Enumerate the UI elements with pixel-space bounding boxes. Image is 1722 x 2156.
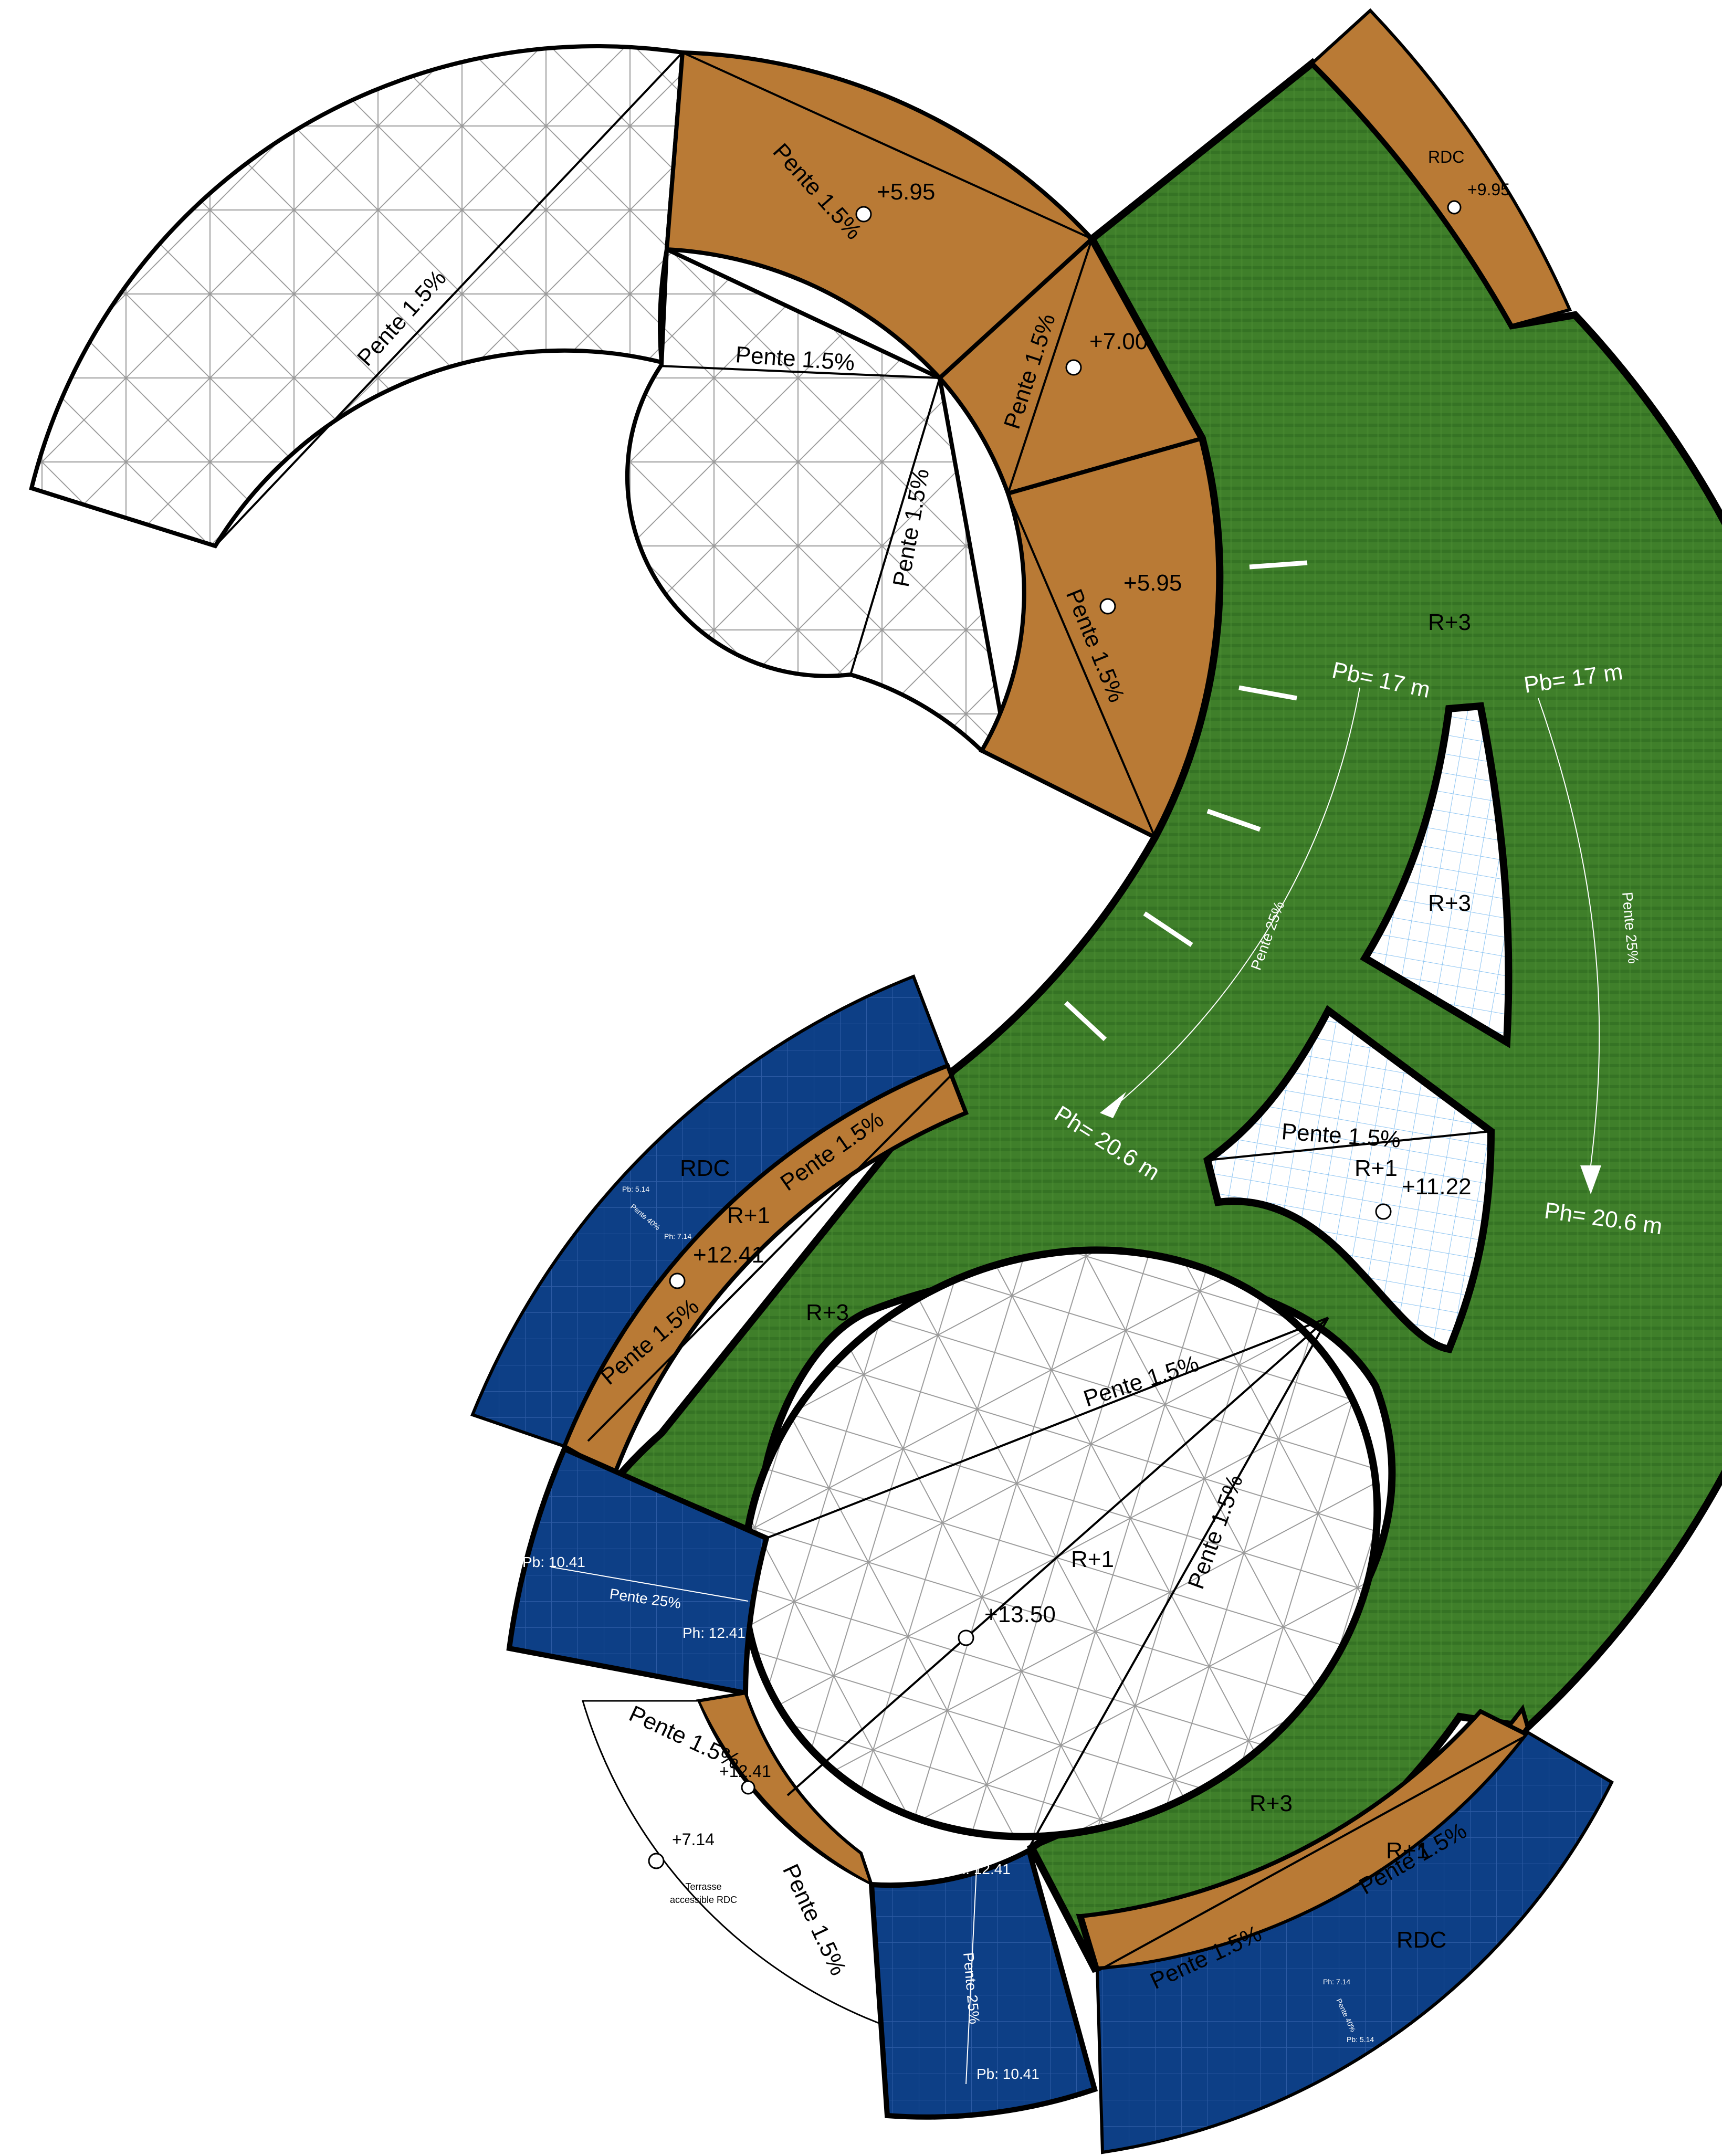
slope-line-3 <box>658 365 940 379</box>
wood-terrace-left <box>561 1063 969 1478</box>
zone-rdc-left: RDC <box>680 1155 730 1181</box>
slope-line-blue-bottom <box>965 1868 977 2085</box>
ramp-arrow-left <box>1100 1092 1126 1118</box>
elev-rdc-top: +9.95 <box>1467 180 1510 199</box>
ramp-mark-3 <box>1206 808 1261 832</box>
elev-wood-small: +12.41 <box>719 1762 771 1781</box>
tiny-pb-bottom: Pb: 5.14 <box>1347 2035 1374 2044</box>
ramp-mark-5 <box>1064 1001 1107 1042</box>
zone-green-r3-top: R+3 <box>1428 609 1471 635</box>
slope-line-blue-left <box>551 1566 749 1602</box>
slope-line-island <box>1207 1130 1492 1161</box>
zone-green-r3-bottom: R+3 <box>1250 1791 1293 1816</box>
tiny-ph-bottom: Ph: 7.14 <box>1323 1978 1350 1986</box>
oval-terrace <box>740 1246 1381 1841</box>
slope-line-oval-1 <box>766 1317 1329 1539</box>
tiny-pb-left: Pb: 5.14 <box>622 1185 649 1193</box>
zone-island-top: R+3 <box>1428 890 1471 916</box>
elev-wood-lower: +5.95 <box>1124 570 1182 596</box>
zone-wood-left: R+1 <box>727 1203 770 1228</box>
elev-wood-top: +5.95 <box>877 179 935 205</box>
ramp-curve-left <box>1112 687 1360 1108</box>
zone-rdc-bottom: RDC <box>1396 1927 1446 1953</box>
elev-island: +11.22 <box>1402 1174 1472 1200</box>
elev-wood-mid: +7.00 <box>1089 329 1148 354</box>
slope-line-oval-2 <box>786 1317 1329 1796</box>
ramp-curve-right <box>1538 698 1600 1166</box>
zone-island-mid: R+1 <box>1354 1155 1398 1181</box>
ramp-arrow-right <box>1580 1165 1601 1194</box>
slope-line-wood-left <box>587 1075 951 1442</box>
ramp-ph-blue-left: Ph: 12.41 <box>682 1625 746 1641</box>
slope-line-5 <box>1007 238 1093 494</box>
zone-oval-center: R+1 <box>1071 1547 1114 1572</box>
ramp-ph-blue-bottom: Ph: 12.41 <box>948 1861 1011 1877</box>
zone-rdc-top: RDC <box>1428 148 1464 166</box>
elevation-marker-group <box>648 200 1462 1869</box>
slope-line-6 <box>1007 493 1156 838</box>
blue-roof-bottom <box>868 1846 1098 2120</box>
elev-terrace: +7.14 <box>672 1830 715 1849</box>
rdc-strip-top <box>1310 8 1572 328</box>
ramp-pb-blue-bottom: Pb: 10.41 <box>976 2066 1040 2082</box>
ramp-mark-1 <box>1249 560 1308 570</box>
white-terrace-top-left <box>29 44 685 549</box>
island-r1 <box>1203 1005 1495 1353</box>
ramp-pb-blue-left: Pb: 10.41 <box>522 1554 585 1570</box>
elev-oval: +13.50 <box>984 1602 1056 1627</box>
blue-roof-mid-left <box>506 1445 770 1697</box>
wood-terrace-top <box>664 50 1095 381</box>
elev-wood-left: +12.41 <box>693 1242 764 1268</box>
note-terrace-1: Terrasse <box>685 1881 721 1892</box>
slope-line-wood-bottom <box>1097 1737 1523 1972</box>
slope-line-4 <box>849 377 941 675</box>
tiny-ph-left: Ph: 7.14 <box>664 1232 691 1240</box>
island-r3 <box>1360 702 1513 1048</box>
slope-line-oval-3 <box>1028 1317 1329 1848</box>
blue-roof-bottom-right <box>1095 1730 1614 2154</box>
zone-green-r3-left: R+3 <box>806 1300 849 1326</box>
ramp-mark-2 <box>1238 685 1297 701</box>
note-terrace-2: accessible RDC <box>670 1895 737 1905</box>
ramp-mark-4 <box>1143 911 1193 947</box>
zone-wood-bottom: R+1 <box>1386 1838 1429 1864</box>
slope-line-1 <box>214 51 684 547</box>
slope-line-2 <box>682 51 1093 240</box>
